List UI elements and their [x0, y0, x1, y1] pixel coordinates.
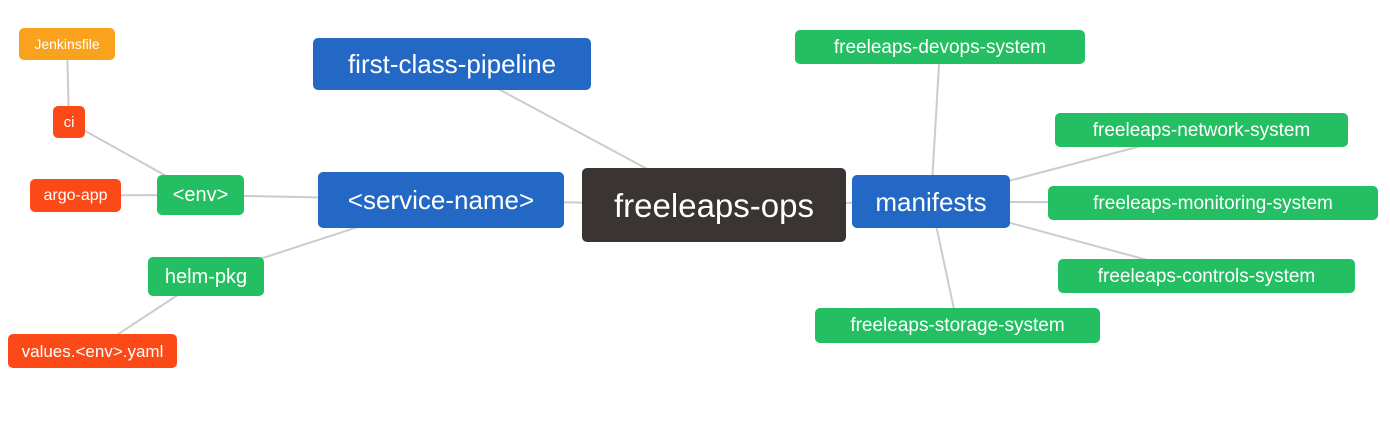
freeleaps-controls-system-node[interactable]: freeleaps-controls-system	[1058, 259, 1355, 293]
ci-node[interactable]: ci	[53, 106, 85, 138]
freeleaps-monitoring-system-node[interactable]: freeleaps-monitoring-system	[1048, 186, 1378, 220]
helm-pkg-node[interactable]: helm-pkg	[148, 257, 264, 296]
jenkinsfile-node[interactable]: Jenkinsfile	[19, 28, 115, 60]
first-class-pipeline-node[interactable]: first-class-pipeline	[313, 38, 591, 90]
values-env-yaml-node[interactable]: values.<env>.yaml	[8, 334, 177, 368]
service-name-node[interactable]: <service-name>	[318, 172, 564, 228]
argo-app-node[interactable]: argo-app	[30, 179, 121, 212]
freeleaps-network-system-node[interactable]: freeleaps-network-system	[1055, 113, 1348, 147]
env-node[interactable]: <env>	[157, 175, 244, 215]
manifests-node[interactable]: manifests	[852, 175, 1010, 228]
freeleaps-storage-system-node[interactable]: freeleaps-storage-system	[815, 308, 1100, 343]
freeleaps-devops-system-node[interactable]: freeleaps-devops-system	[795, 30, 1085, 64]
freeleaps-ops-node[interactable]: freeleaps-ops	[582, 168, 846, 242]
